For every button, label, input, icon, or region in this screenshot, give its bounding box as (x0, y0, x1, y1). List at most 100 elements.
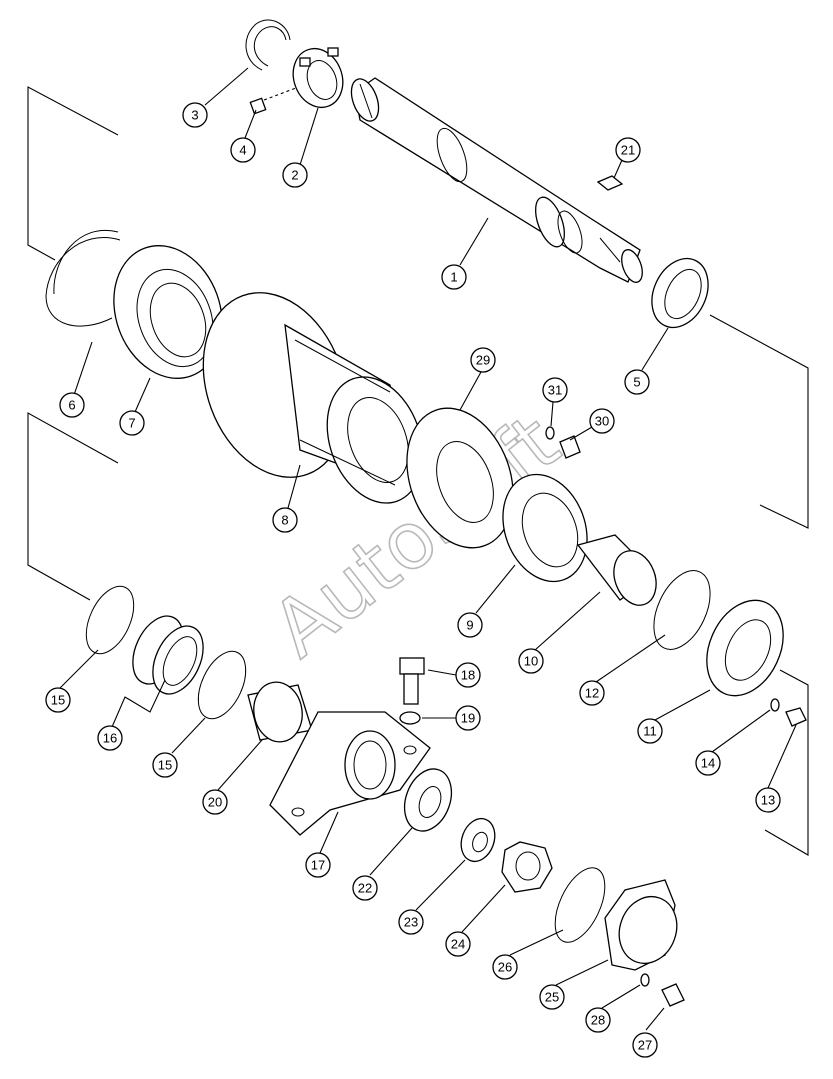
part-bearing-9 (502, 473, 588, 583)
svg-text:23: 23 (404, 915, 418, 930)
callout-30: 30 (589, 408, 615, 434)
svg-text:16: 16 (103, 731, 117, 746)
callout-23: 23 (398, 909, 424, 935)
part-cap (604, 879, 678, 971)
callout-26: 26 (492, 954, 518, 980)
svg-text:24: 24 (451, 937, 465, 952)
svg-text:1: 1 (450, 270, 457, 285)
part-key (596, 175, 624, 191)
callout-18: 18 (455, 662, 481, 688)
callout-22: 22 (352, 875, 378, 901)
svg-text:21: 21 (621, 143, 635, 158)
callout-15a: 15 (45, 687, 71, 713)
part-o-ring-15a (85, 585, 135, 655)
part-lock-nut (292, 47, 344, 109)
svg-text:7: 7 (128, 416, 135, 431)
callout-21: 21 (615, 137, 641, 163)
part-bolt-30 (559, 435, 581, 459)
callout-24: 24 (445, 931, 471, 957)
part-washer-28 (640, 973, 650, 987)
callout-7: 7 (119, 410, 145, 436)
callout-28: 28 (585, 1007, 611, 1033)
part-hub (202, 292, 424, 504)
callouts: 1 2 3 4 5 6 7 8 9 10 11 12 13 14 15 15 1… (45, 102, 781, 1058)
svg-text:17: 17 (311, 858, 325, 873)
callout-29: 29 (470, 347, 496, 373)
part-washer-31 (545, 426, 555, 440)
part-o-ring-15b (197, 650, 247, 720)
part-thrust-washer (403, 768, 453, 832)
part-bearing-7 (113, 245, 223, 379)
callout-3: 3 (182, 102, 208, 128)
part-shaft (350, 77, 643, 283)
svg-text:25: 25 (545, 990, 559, 1005)
svg-text:2: 2 (291, 168, 298, 183)
part-washer-19 (399, 711, 421, 725)
svg-text:13: 13 (761, 793, 775, 808)
svg-text:14: 14 (701, 756, 715, 771)
part-bolt-13 (785, 707, 807, 727)
callout-19: 19 (455, 705, 481, 731)
part-o-ring-26 (554, 867, 606, 943)
svg-text:4: 4 (239, 143, 246, 158)
svg-text:10: 10 (524, 654, 538, 669)
callout-2: 2 (282, 162, 308, 188)
svg-text:27: 27 (638, 1038, 652, 1053)
part-hex-nut (501, 841, 553, 893)
svg-text:15: 15 (158, 758, 172, 773)
svg-text:15: 15 (51, 693, 65, 708)
part-shim-plate (406, 407, 514, 549)
callout-4: 4 (230, 137, 256, 163)
leader-lines (59, 67, 797, 1031)
part-bracket (269, 711, 431, 836)
callout-1: 1 (441, 264, 467, 290)
svg-text:5: 5 (633, 375, 640, 390)
svg-text:30: 30 (595, 414, 609, 429)
part-race-5 (651, 257, 709, 329)
callout-31: 31 (542, 377, 568, 403)
svg-text:29: 29 (476, 353, 490, 368)
part-screw-4 (249, 87, 297, 115)
part-bolt-27 (661, 983, 685, 1007)
callout-6: 6 (59, 392, 85, 418)
callout-10: 10 (518, 648, 544, 674)
callout-16: 16 (97, 725, 123, 751)
svg-text:19: 19 (461, 711, 475, 726)
svg-text:18: 18 (461, 668, 475, 683)
part-lock-washer (460, 817, 496, 863)
part-retainer (706, 599, 784, 697)
part-o-ring-12 (653, 570, 711, 650)
part-washer-14 (770, 698, 780, 712)
svg-text:9: 9 (466, 618, 473, 633)
part-bolt-18 (399, 657, 425, 705)
callout-12: 12 (579, 680, 605, 706)
callout-14: 14 (695, 750, 721, 776)
svg-text:8: 8 (281, 513, 288, 528)
svg-text:20: 20 (208, 795, 222, 810)
svg-text:3: 3 (191, 108, 198, 123)
callout-25: 25 (539, 984, 565, 1010)
svg-text:26: 26 (498, 960, 512, 975)
svg-text:12: 12 (585, 686, 599, 701)
part-bushing (247, 681, 313, 743)
bracket-lines (27, 86, 809, 856)
part-snap-ring (245, 19, 291, 71)
callout-15b: 15 (152, 752, 178, 778)
part-sleeve (576, 534, 657, 606)
callout-27: 27 (632, 1032, 658, 1058)
part-seal (132, 615, 204, 695)
callout-5: 5 (624, 369, 650, 395)
svg-text:6: 6 (68, 398, 75, 413)
callout-9: 9 (457, 612, 483, 638)
svg-text:22: 22 (358, 881, 372, 896)
part-large-snap-ring (45, 229, 121, 327)
svg-text:11: 11 (643, 724, 657, 739)
callout-8: 8 (272, 507, 298, 533)
svg-text:31: 31 (548, 383, 562, 398)
svg-text:28: 28 (591, 1013, 605, 1028)
callout-11: 11 (637, 718, 663, 744)
callout-13: 13 (755, 787, 781, 813)
callout-17: 17 (305, 852, 331, 878)
callout-20: 20 (202, 789, 228, 815)
